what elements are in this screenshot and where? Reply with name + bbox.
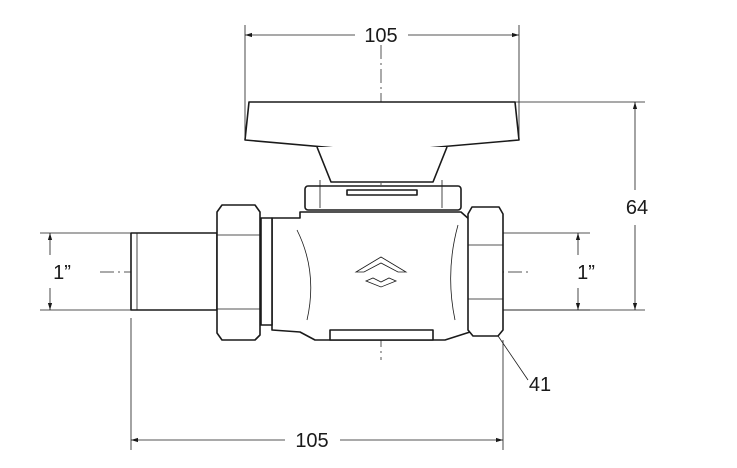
outlet-size-dimension: 1” [577,262,595,284]
extension-lines [40,25,645,450]
wrench-size-dimension: 41 [529,374,551,396]
height-dimension: 64 [626,197,648,219]
handle-width-dimension: 105 [364,25,397,47]
logo-mark [354,256,408,288]
ball-valve-drawing [130,101,520,341]
overall-length-dimension: 105 [295,430,328,452]
inlet-size-dimension: 1” [53,262,71,284]
